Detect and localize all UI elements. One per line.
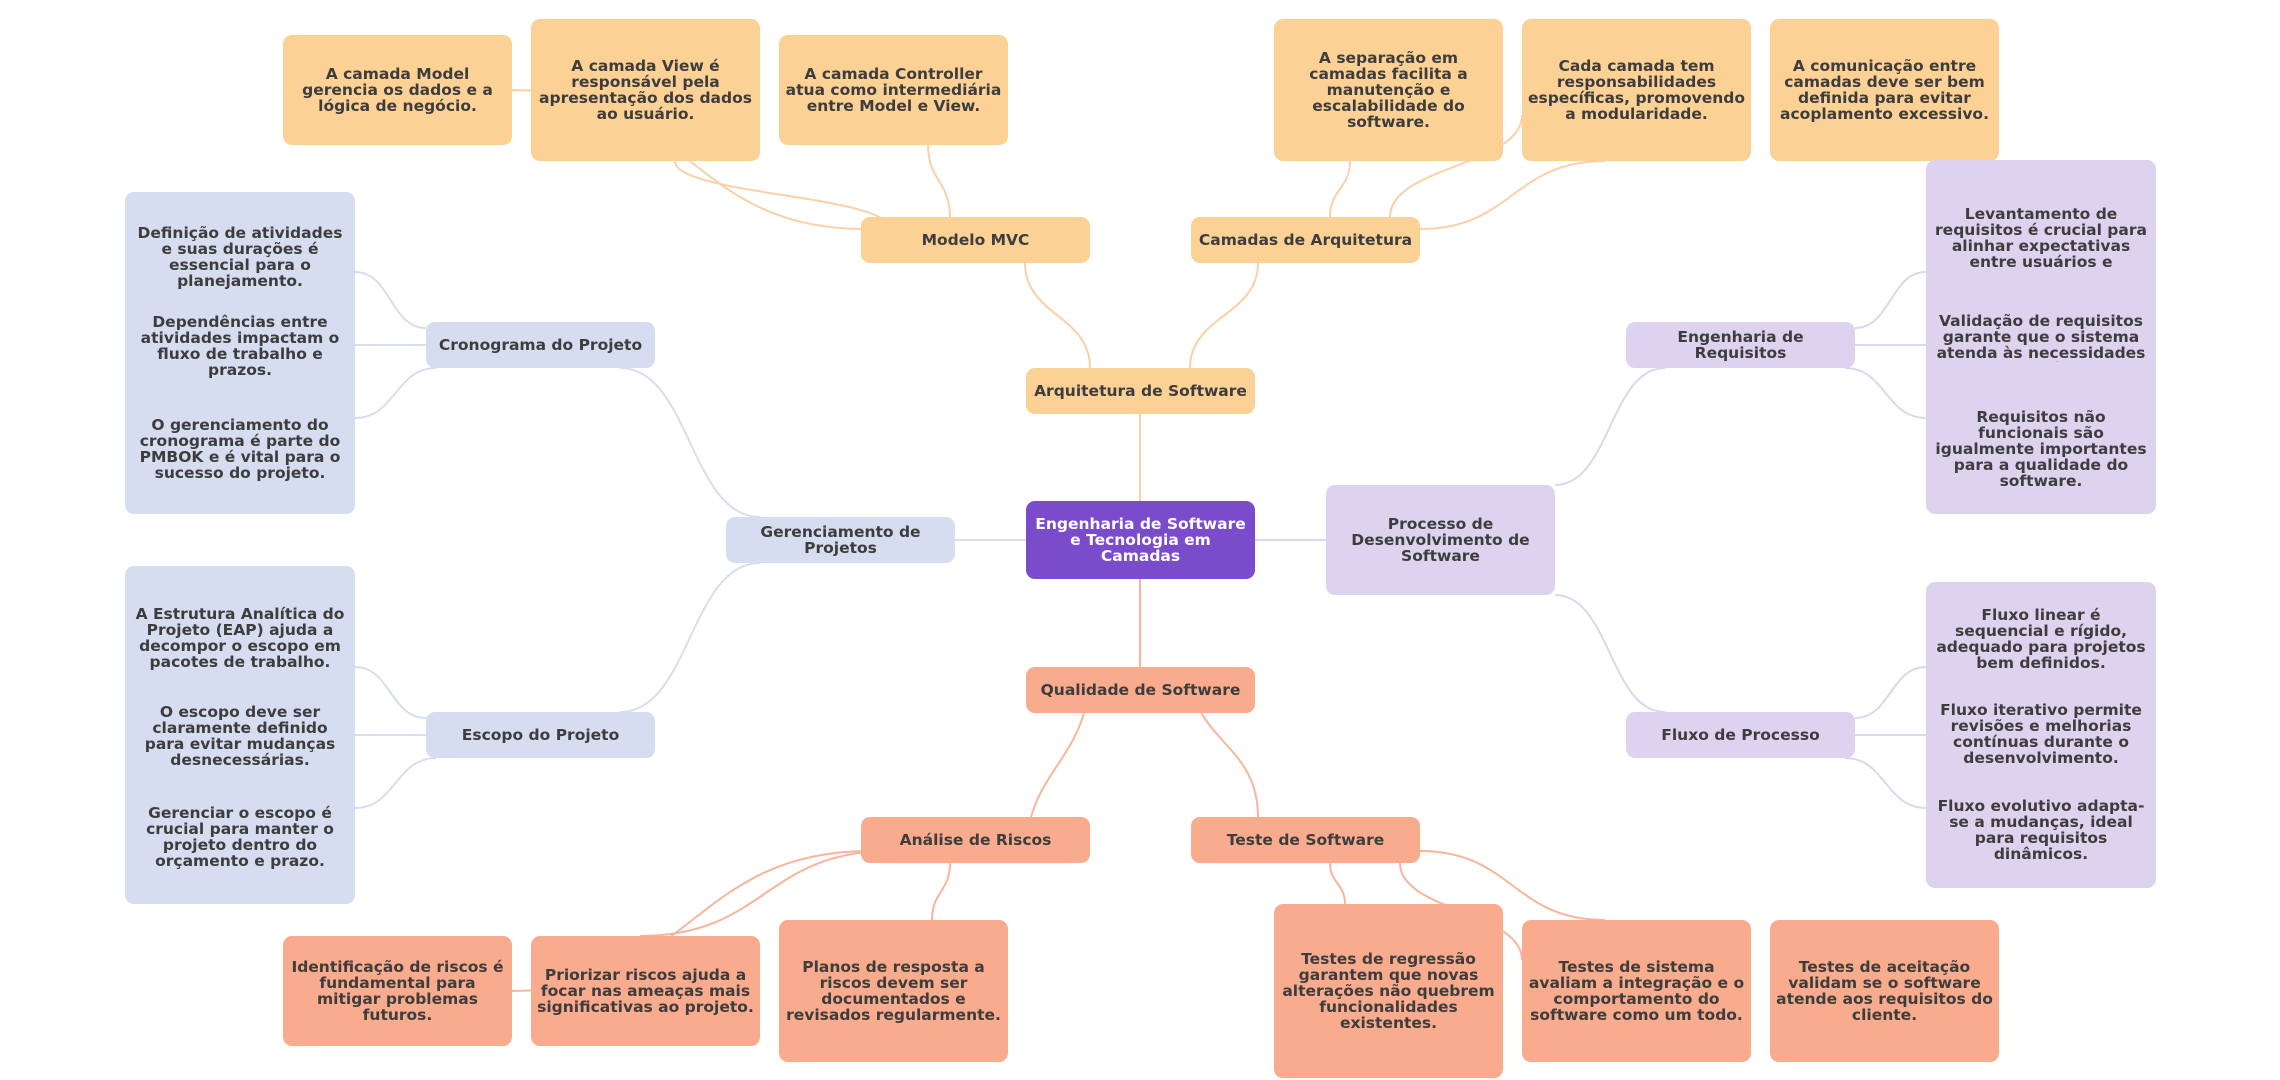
link-req-1 [1854, 271, 1927, 329]
note-fluxo-linear: Fluxo linear é sequencial e rígido, adeq… [1936, 605, 2146, 673]
link-escopo-3 [354, 757, 437, 809]
link-mvc-view [674, 160, 891, 230]
node-teste-software[interactable]: Teste de Software [1191, 817, 1420, 863]
note-riscos-identificacao: Identificação de riscos é fundamental pa… [283, 936, 512, 1046]
link-crono-3 [354, 367, 437, 419]
link-fluxo-3 [1844, 757, 1927, 809]
gerenciamento-label: Gerenciamento de Projetos [760, 522, 921, 557]
note-mvc-controller: A camada Controller atua como intermediá… [779, 35, 1008, 145]
arquitetura-label: Arquitetura de Software [1034, 381, 1247, 400]
link-fluxo-1 [1854, 666, 1927, 719]
cronograma-notes-group: Definição de atividades e suas durações … [125, 192, 355, 514]
root-node[interactable]: Engenharia de Software e Tecnologia em C… [1026, 501, 1255, 579]
link-camadas-comunicacao [1419, 160, 1606, 230]
node-escopo[interactable]: Escopo do Projeto [426, 712, 655, 758]
requisitos-notes-group: Levantamento de requisitos é crucial par… [1926, 160, 2156, 514]
fluxo-notes-group: Fluxo linear é sequencial e rígido, adeq… [1926, 582, 2156, 888]
link-crono-1 [354, 271, 427, 329]
qualidade-label: Qualidade de Software [1040, 680, 1241, 699]
note-camadas-comunicacao: A comunicação entre camadas deve ser bem… [1770, 19, 1999, 161]
cronograma-label: Cronograma do Projeto [438, 335, 643, 354]
link-teste-aceitacao [1419, 850, 1606, 921]
teste-label: Teste de Software [1226, 830, 1385, 849]
link-proc-requisitos [1554, 367, 1666, 486]
note-requisitos-levantamento: Levantamento de requisitos é crucial par… [1935, 206, 2147, 271]
node-requisitos[interactable]: Engenharia de Requisitos [1626, 322, 1855, 368]
node-gerenciamento[interactable]: Gerenciamento de Projetos [726, 517, 955, 563]
link-riscos-priorizar [639, 850, 891, 937]
note-escopo-definido: O escopo deve ser claramente definido pa… [144, 704, 336, 769]
node-analise-riscos[interactable]: Análise de Riscos [861, 817, 1090, 863]
note-cronograma-dependencias: Dependências entre atividades impactam o… [140, 314, 340, 379]
note-mvc-view: A camada View é responsável pela apresen… [531, 19, 760, 161]
note-riscos-priorizar: Priorizar riscos ajuda a focar nas ameaç… [531, 936, 760, 1046]
note-escopo-gerenciar: Gerenciar o escopo é crucial para manter… [146, 803, 334, 871]
link-teste-regressao [1329, 862, 1346, 905]
escopo-notes-group: A Estrutura Analítica do Projeto (EAP) a… [125, 566, 355, 904]
note-teste-sistema: Testes de sistema avaliam a integração e… [1522, 920, 1751, 1062]
note-teste-regressao: Testes de regressão garantem que novas a… [1274, 904, 1503, 1078]
node-camadas-arquitetura[interactable]: Camadas de Arquitetura [1191, 217, 1420, 263]
link-ger-escopo [619, 562, 761, 713]
node-processo[interactable]: Processo de Desenvolvimento de Software [1326, 485, 1555, 595]
node-arquitetura[interactable]: Arquitetura de Software [1026, 368, 1255, 414]
note-requisitos-nao-funcionais: Requisitos não funcionais são igualmente… [1935, 407, 2147, 491]
note-camadas-separacao: A separação em camadas facilita a manute… [1274, 19, 1503, 161]
link-mvc-controller [927, 144, 951, 218]
note-riscos-planos: Planos de resposta a riscos devem ser do… [779, 920, 1008, 1062]
escopo-label: Escopo do Projeto [461, 725, 620, 744]
node-modelo-mvc[interactable]: Modelo MVC [861, 217, 1090, 263]
note-camadas-responsabilidades: Cada camada tem responsabilidades especí… [1522, 19, 1751, 161]
link-proc-fluxo [1554, 594, 1666, 713]
mvc-label: Modelo MVC [921, 230, 1030, 249]
note-escopo-eap: A Estrutura Analítica do Projeto (EAP) a… [135, 606, 345, 671]
node-cronograma[interactable]: Cronograma do Projeto [426, 322, 655, 368]
riscos-label: Análise de Riscos [899, 830, 1052, 849]
camadas-label: Camadas de Arquitetura [1198, 230, 1413, 249]
link-camadas-separacao [1329, 160, 1351, 218]
link-arq-camadas [1189, 262, 1259, 369]
node-fluxo[interactable]: Fluxo de Processo [1626, 712, 1855, 758]
link-escopo-1 [354, 666, 427, 719]
link-camadas-resp [1389, 114, 1523, 218]
note-fluxo-iterativo: Fluxo iterativo permite revisões e melho… [1940, 700, 2142, 768]
requisitos-label: Engenharia de Requisitos [1677, 327, 1804, 362]
fluxo-label: Fluxo de Processo [1661, 725, 1820, 744]
note-fluxo-evolutivo: Fluxo evolutivo adapta-se a mudanças, id… [1937, 796, 2145, 864]
link-arq-mvc [1024, 262, 1091, 369]
note-cronograma-pmbok: O gerenciamento do cronograma é parte do… [139, 415, 341, 483]
node-qualidade[interactable]: Qualidade de Software [1026, 667, 1255, 713]
note-mvc-model: A camada Model gerencia os dados e a lóg… [283, 35, 512, 145]
link-riscos-planos [931, 862, 951, 921]
link-ger-cronograma [619, 367, 761, 518]
processo-label: Processo de Desenvolvimento de Software [1351, 514, 1530, 566]
note-teste-aceitacao: Testes de aceitação validam se o softwar… [1770, 920, 1999, 1062]
note-cronograma-definicao: Definição de atividades e suas durações … [137, 223, 343, 291]
note-requisitos-validacao: Validação de requisitos garante que o si… [1936, 313, 2146, 362]
root-label: Engenharia de Software e Tecnologia em C… [1035, 514, 1246, 566]
link-req-3 [1844, 367, 1927, 419]
